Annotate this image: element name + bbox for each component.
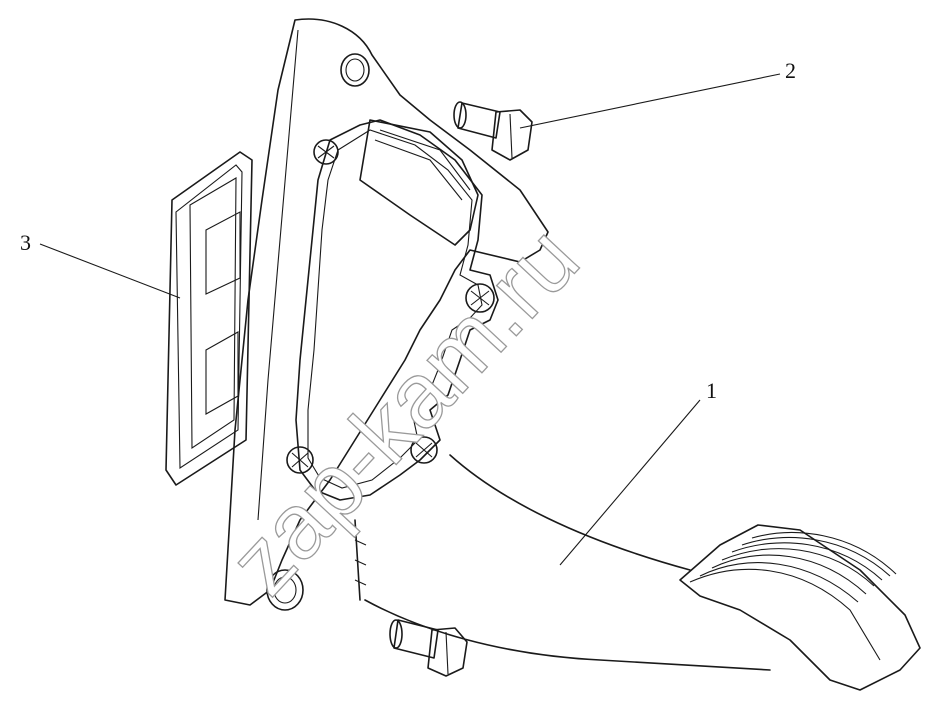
- pedal-part-1: [354, 454, 921, 691]
- pad-part-3: [165, 151, 253, 486]
- screw-icon: [410, 436, 438, 464]
- callout-label-3: 3: [20, 230, 31, 255]
- watermark: zap-kam.ru: [210, 208, 598, 614]
- leader-lines: [39, 73, 781, 566]
- screw-icon: [286, 446, 314, 474]
- leader-line-2: [519, 73, 781, 129]
- screw-icon: [313, 139, 339, 165]
- leader-line-3: [39, 243, 181, 299]
- leader-line-1: [559, 399, 701, 566]
- callout-label-2: 2: [785, 58, 796, 83]
- sensor-housing: [286, 119, 499, 501]
- screw-icon: [465, 283, 495, 313]
- bolt-part-2: [453, 101, 533, 161]
- mounting-bracket: [224, 18, 549, 611]
- callout-label-1: 1: [706, 378, 717, 403]
